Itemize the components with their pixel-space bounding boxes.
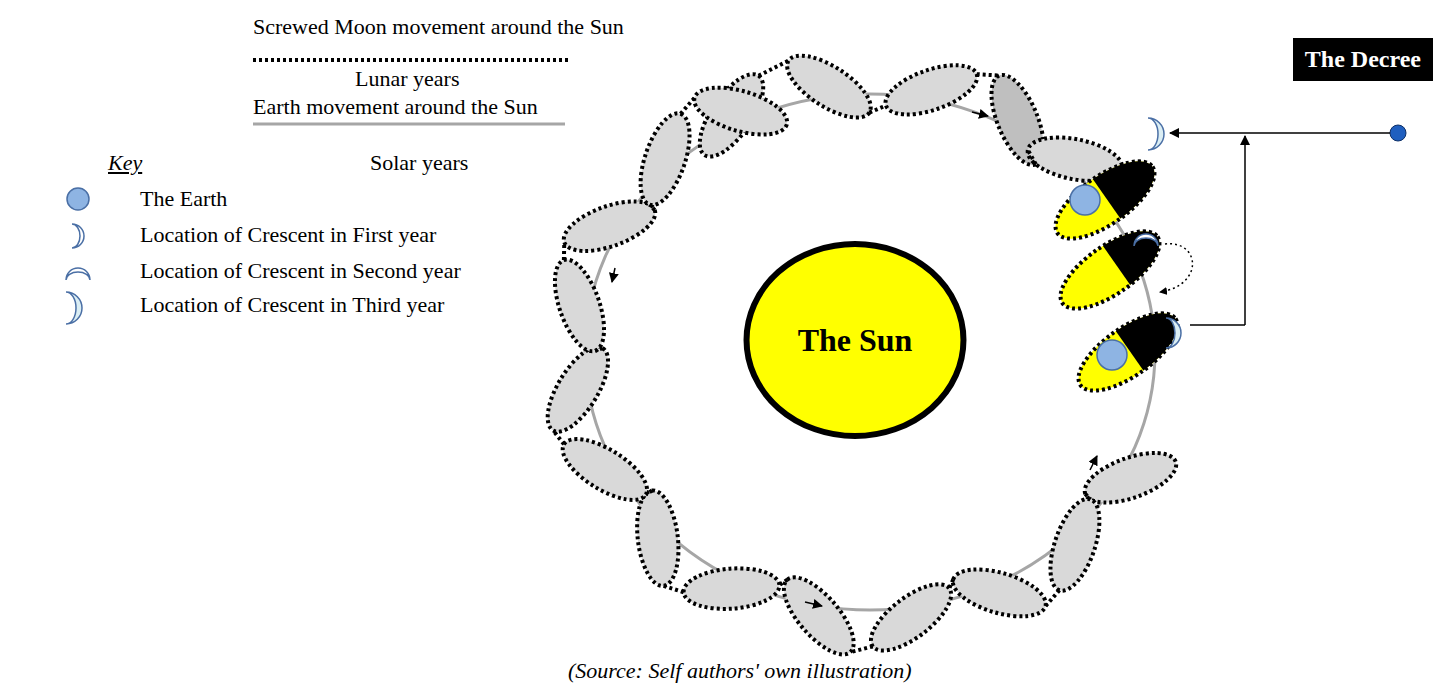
phase-ellipse [1045,205,1184,328]
grey-line-sample [253,123,565,126]
legend-text: Lunar years [355,66,459,91]
lunar-path [646,491,652,495]
lunar-ellipse [689,79,792,144]
decree-arrow [1170,132,1390,134]
caption: (Source: Self authors' own illustration) [568,658,912,683]
lunar-ellipse [861,572,962,662]
earth-orbit [585,94,1155,610]
decree-arrow [1190,324,1245,326]
decree-point [1390,125,1406,141]
lunar-ellipse [879,55,983,124]
lunar-ellipse [631,107,700,211]
lunar-path [779,580,787,585]
lunar-path [595,348,603,351]
direction-arrow [612,268,615,282]
lunar-path [1085,494,1090,499]
sun-label: The Sun [798,322,913,359]
lunar-path [869,106,886,113]
dotted-line-sample [253,58,568,62]
legend-text: Solar years [370,150,468,175]
lunar-ellipses [536,44,1182,665]
legend-text: Location of Crescent in Third year [140,292,444,317]
direction-arrow [1090,456,1097,470]
lunar-path [759,61,789,76]
crescent [1134,234,1158,246]
legend-text: Earth movement around the Sun [253,94,538,119]
crescent-symbol [66,268,90,280]
lunar-ellipse [545,254,614,358]
lunar-path [1028,150,1036,164]
decree-box: The Decree [1293,38,1433,81]
decree-arrow [1244,136,1246,325]
legend-text: Location of Crescent in First year [140,222,436,247]
earth-symbol [1070,185,1100,215]
crescent [1148,118,1164,150]
lunar-path [949,580,953,589]
lunar-path [681,98,695,114]
lunar-path [1045,590,1059,606]
crescent-symbol [66,292,82,324]
lunar-ellipse [1040,493,1109,597]
lunar-path [664,586,684,592]
legend-text: The Earth [140,186,227,211]
lunar-path [562,242,566,260]
lunar-ellipse [778,44,880,130]
lunar-path [850,646,873,652]
lunar-path [553,430,564,444]
lunar-ellipse [682,565,781,612]
sun-ellipse: The Sun [742,240,968,440]
phase-ellipse [1040,139,1174,258]
direction-arrow [805,602,822,606]
direction-arrow [972,112,988,116]
lunar-ellipse [772,567,865,666]
decree-label: The Decree [1305,46,1421,73]
lunar-ellipse [554,427,657,511]
dotted-arrow [1160,244,1193,292]
lunar-path [650,205,655,210]
key-label: Key [108,150,142,175]
phase-ellipse [1063,291,1197,410]
lunar-ellipse [632,488,683,588]
legend-text: Location of Crescent in Second year [140,258,461,283]
lunar-path [977,74,1000,75]
legend-text: Screwed Moon movement around the Sun [253,14,624,39]
lunar-ellipse [536,338,620,441]
earth-symbol [67,188,89,210]
crescent-symbol [72,224,84,248]
earth-symbol [1097,340,1127,370]
crescent [1166,318,1181,348]
lunar-ellipse [948,560,1051,625]
